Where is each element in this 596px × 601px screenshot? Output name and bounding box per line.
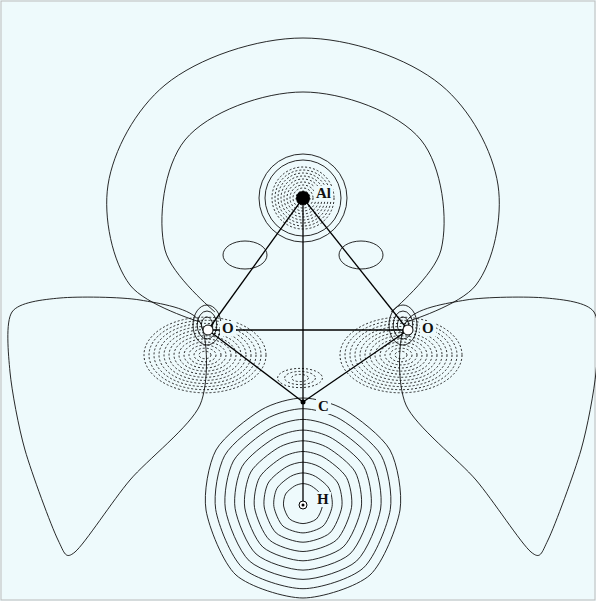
negative-contour — [189, 345, 221, 365]
atom-label: Al — [314, 186, 333, 201]
atom-marker — [301, 400, 306, 405]
negative-contour — [365, 333, 437, 378]
negative-contour — [144, 317, 266, 393]
negative-contour — [385, 345, 417, 365]
bond-line — [302, 402, 303, 505]
negative-contour — [375, 339, 427, 371]
positive-contour — [223, 241, 267, 269]
atom-label: C — [316, 399, 331, 414]
negative-contour — [293, 188, 313, 208]
negative-contour — [164, 330, 246, 381]
atom-marker — [302, 504, 305, 507]
negative-contour — [292, 374, 309, 381]
negative-contour — [179, 339, 231, 371]
negative-contour — [174, 336, 236, 374]
negative-contour — [380, 342, 422, 368]
negative-contour — [340, 317, 462, 393]
negative-contour — [390, 348, 412, 362]
bonds — [208, 198, 408, 505]
positive-contour — [339, 241, 383, 269]
negative-contour — [149, 320, 261, 389]
bond-line — [303, 330, 408, 402]
negative-contour — [345, 320, 457, 389]
bond-line — [208, 329, 408, 330]
atom-marker — [203, 325, 213, 335]
bond-line — [208, 330, 303, 402]
bond-line — [302, 198, 303, 402]
negative-contour — [159, 326, 251, 383]
atom-marker — [299, 501, 307, 509]
negative-contour — [278, 368, 323, 387]
negative-contour — [184, 342, 226, 368]
negative-contour — [370, 336, 432, 374]
atom-label: O — [420, 321, 436, 336]
atoms — [203, 191, 413, 509]
negative-contour — [194, 348, 216, 362]
atom-label: O — [220, 321, 236, 336]
positive-contour — [205, 398, 400, 598]
negative-contour — [395, 351, 407, 358]
contours — [8, 38, 596, 598]
negative-contour — [199, 351, 211, 358]
negative-contour — [285, 371, 316, 384]
bond-line — [208, 198, 303, 330]
positive-contour — [193, 305, 221, 345]
atom-marker — [403, 325, 413, 335]
negative-contour — [296, 191, 310, 205]
negative-contour — [169, 333, 241, 378]
positive-contour — [399, 297, 596, 555]
bond-line — [303, 198, 408, 330]
atom-label: H — [315, 492, 331, 507]
atom-marker — [296, 191, 310, 205]
positive-contour — [8, 297, 207, 555]
